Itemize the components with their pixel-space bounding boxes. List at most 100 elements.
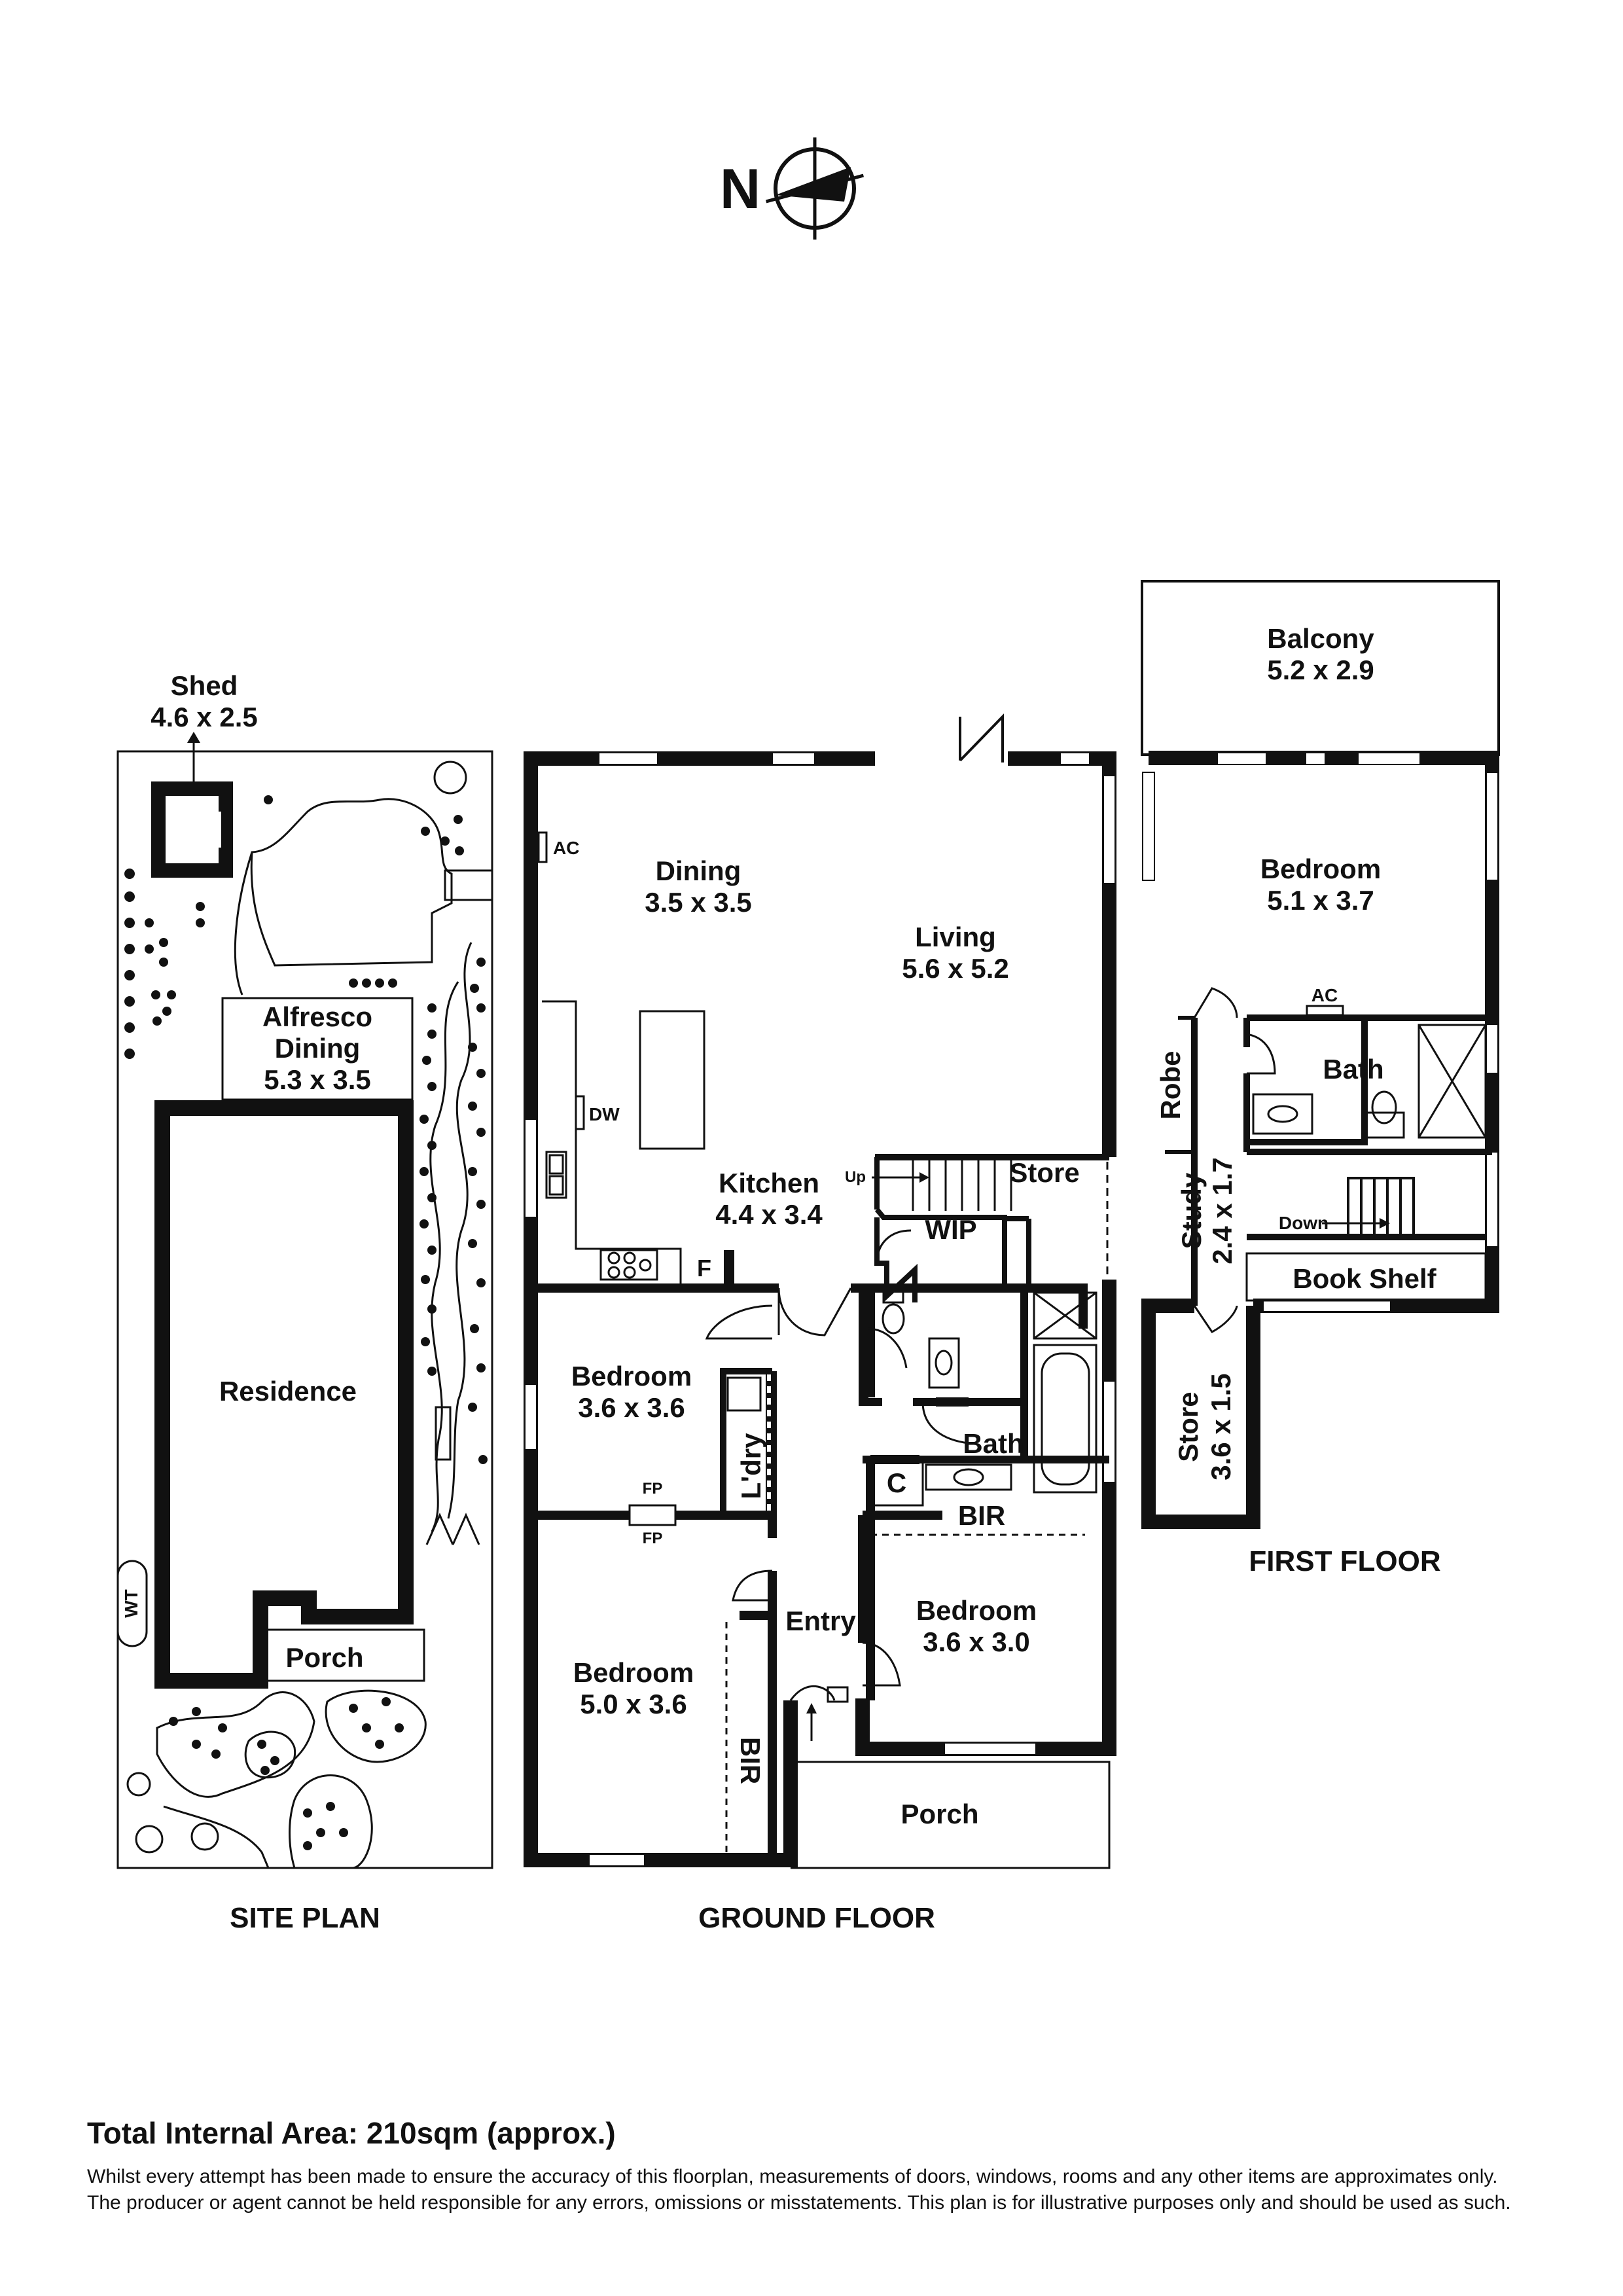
- garden-step: [444, 869, 493, 901]
- up-arrow-head: [919, 1172, 929, 1183]
- wip-door: [876, 1229, 912, 1264]
- dining-name-label: Dining: [656, 855, 741, 886]
- up-label: Up: [845, 1168, 866, 1186]
- kitchen-size-label: 4.4 x 3.4: [715, 1199, 823, 1230]
- robe-label: Robe: [1155, 1051, 1186, 1120]
- garden-lawn-outline: [250, 798, 453, 967]
- sliding-door-icon: [959, 713, 1004, 762]
- water-tank: [116, 1560, 148, 1647]
- balcony-size-label: 5.2 x 2.9: [1267, 655, 1374, 685]
- first-floor-title: FIRST FLOOR: [1249, 1545, 1440, 1577]
- wip-label: WIP: [925, 1214, 976, 1245]
- bath-walls: [859, 1288, 1109, 1463]
- down-arrow-head: [1380, 1218, 1390, 1229]
- fridge-label: F: [697, 1255, 711, 1282]
- alfresco-dining-area: [221, 997, 414, 1101]
- ground-windows: [524, 752, 1116, 1867]
- shed-arrow-head: [187, 732, 200, 743]
- bedroom3-size-label: 5.0 x 3.6: [580, 1689, 687, 1719]
- living-size-label: 5.6 x 5.2: [902, 953, 1008, 984]
- entry-meter: [827, 1686, 849, 1703]
- side-path: [447, 942, 473, 1519]
- disclaimer: Whilst every attempt has been made to en…: [87, 2164, 1553, 2216]
- porch-outline: [791, 1761, 1111, 1869]
- store-label: Store: [1009, 1157, 1079, 1188]
- toilet-icon: [882, 1289, 905, 1335]
- study-name-label: Study: [1176, 1172, 1207, 1249]
- bir-side-label: BIR: [735, 1737, 766, 1784]
- first-stairs: [1347, 1177, 1415, 1237]
- alfresco-name-line1: Alfresco: [262, 1001, 372, 1032]
- basin-icon: [925, 1337, 1012, 1491]
- ground-floor: Up DW AC F: [524, 713, 1116, 1934]
- ground-porch-label: Porch: [901, 1799, 978, 1829]
- cooktop-icon: [599, 1249, 658, 1281]
- first-bedroom-name-label: Bedroom: [1260, 853, 1381, 884]
- fireplace-icon: [628, 1504, 677, 1526]
- site-plan: Shed 4.6 x 2.5 Alfresco Dining 5.3 x 3.5…: [116, 670, 493, 1934]
- stair-outline: [874, 1157, 1031, 1289]
- shed-name-label: Shed: [171, 670, 238, 701]
- dw-label: DW: [589, 1104, 620, 1124]
- first-floor: Balcony 5.2 x 2.9 Bedroom 5.1 x 3.7 AC R…: [1141, 580, 1500, 1577]
- ac-unit-first: [1306, 1005, 1344, 1016]
- fp-bottom-label: FP: [643, 1530, 663, 1547]
- first-store-size-label: 3.6 x 1.5: [1205, 1373, 1236, 1480]
- first-bath-fixtures: [1252, 1024, 1487, 1139]
- front-garden-bed-2: [244, 1731, 296, 1779]
- first-bedroom-size-label: 5.1 x 3.7: [1267, 885, 1374, 916]
- linen-cupboard: [869, 1458, 924, 1507]
- entry-arrow-head: [806, 1703, 817, 1713]
- tree-icon: [126, 761, 467, 1854]
- robe-partition: [1165, 1016, 1194, 1154]
- site-plan-title: SITE PLAN: [230, 1902, 380, 1934]
- bedroom1-size-label: 3.6 x 3.6: [578, 1392, 685, 1423]
- disclaimer-line-2: The producer or agent cannot be held res…: [87, 2192, 1511, 2214]
- side-bench: [435, 1406, 452, 1461]
- laundry-tub: [726, 1376, 762, 1412]
- residence-outline: [154, 1100, 414, 1689]
- compass-north-label: N: [720, 158, 760, 221]
- alfresco-name-line2: Dining: [275, 1033, 361, 1064]
- alfresco-size-label: 5.3 x 3.5: [264, 1064, 370, 1095]
- bedroom2-name-label: Bedroom: [916, 1595, 1037, 1626]
- shed-outline: [151, 781, 233, 878]
- bedroom3-name-label: Bedroom: [573, 1657, 694, 1688]
- ac-unit: [537, 831, 548, 863]
- ground-door-swings: [705, 1287, 969, 1721]
- shrub-icons: [124, 795, 488, 1850]
- ac-label: AC: [553, 838, 579, 858]
- study-size-label: 2.4 x 1.7: [1207, 1157, 1238, 1264]
- compass-icon: [765, 137, 865, 240]
- front-garden-bed-1: [156, 1691, 315, 1798]
- garden-path: [234, 852, 253, 996]
- front-garden-bed-4: [289, 1774, 373, 1869]
- bathtub-icon: [1033, 1344, 1097, 1494]
- ldry-walls: [720, 1368, 772, 1518]
- first-ac-label: AC: [1311, 985, 1338, 1005]
- first-door-swings: [1193, 987, 1276, 1333]
- side-gate: [425, 1513, 480, 1545]
- first-store-name-label: Store: [1173, 1391, 1204, 1462]
- front-garden-bed-3: [325, 1689, 427, 1763]
- sink-icon: [545, 1151, 567, 1199]
- bath-label: Bath: [963, 1428, 1024, 1459]
- down-label: Down: [1279, 1213, 1329, 1233]
- laundry-label: L'dry: [736, 1433, 766, 1499]
- ground-floor-title: GROUND FLOOR: [698, 1902, 935, 1934]
- book-shelf: [1245, 1252, 1487, 1302]
- kitchen-name-label: Kitchen: [719, 1168, 819, 1198]
- shed-size-label: 4.6 x 2.5: [151, 702, 257, 732]
- shower-icon: [1033, 1291, 1097, 1340]
- compass: N: [720, 137, 865, 240]
- entry-label: Entry: [785, 1605, 856, 1636]
- site-porch-label: Porch: [285, 1642, 363, 1673]
- bir-top-label: BIR: [958, 1500, 1005, 1531]
- disclaimer-line-1: Whilst every attempt has been made to en…: [87, 2166, 1498, 2187]
- fp-top-label: FP: [643, 1480, 663, 1498]
- cupboard-label: C: [887, 1467, 906, 1498]
- bedroom2-size-label: 3.6 x 3.0: [923, 1626, 1029, 1657]
- front-path: [163, 1805, 270, 1869]
- residence-label: Residence: [219, 1376, 357, 1407]
